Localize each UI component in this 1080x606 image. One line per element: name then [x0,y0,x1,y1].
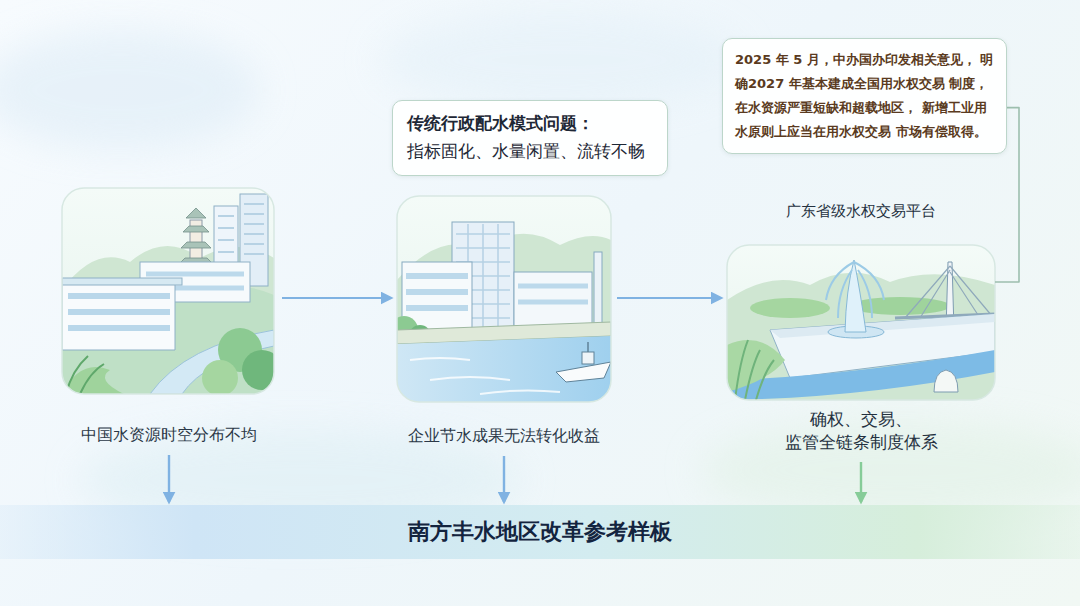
factory-illustration [518,286,588,302]
flow-arrow [168,455,170,502]
fountain-illustration [727,273,995,400]
factory-illustration [594,252,602,330]
panel-frame [727,245,995,400]
city-illustration [62,278,182,285]
factory-illustration [397,196,611,402]
fountain-illustration [727,245,995,400]
watercolor-wash [0,10,1080,530]
illustrated-panel: 中国水资源时空分布不均 [62,190,276,447]
city-illustration [218,204,264,254]
panel-frame [62,188,274,394]
panel-frame [397,196,611,402]
flow-arrow [860,462,862,502]
conclusion-band: 南方丰水地区改革参考样板 [0,505,1080,559]
policy-note: 2025 年 5 月，中办国办印发相关意见， 明确2027 年基本建成全国用水权… [735,48,994,144]
city-illustration [242,350,274,390]
factory-illustration [514,272,592,330]
flow-arrow [617,297,721,299]
band-title: 南方丰水地区改革参考样板 [408,517,672,547]
watercolor-wash [380,10,740,110]
city-illustration [68,296,170,328]
factory-illustration [397,336,611,402]
fountain-illustration [770,314,995,338]
city-illustration [202,360,238,394]
fountain-illustration [727,340,785,392]
fountain-illustration [750,298,830,318]
callout-heading: 传统行政配水模式问题： [407,110,653,137]
fountain-illustration [850,297,950,315]
fountain-illustration [735,340,774,400]
city-illustration [66,356,104,394]
fountain-illustration [727,245,995,400]
flow-arrow [282,297,391,299]
factory-illustration [587,342,589,352]
factory-illustration [406,276,468,308]
illustrated-panel: 企业节水成果无法转化收益 [397,196,611,448]
panel-caption: 确权、交易、 监管全链条制度体系 [776,408,946,454]
fountain-illustration [905,266,992,318]
platform-label: 广东省级水权交易平台 [727,200,995,222]
fountain-illustration [934,370,958,392]
factory-illustration [397,196,611,402]
panel-caption: 企业节水成果无法转化收益 [397,424,611,448]
factory-illustration [410,358,560,394]
flow-arrow [503,456,505,502]
city-illustration [62,188,274,394]
callout-box: 传统行政配水模式问题：指标固化、水量闲置、流转不畅 [392,100,668,176]
factory-illustration [582,352,594,364]
city-illustration [62,284,175,350]
city-illustration [62,188,274,394]
watercolor-wash [0,30,260,150]
illustrated-panel: 广东省级水权交易平台确权、交易、 监管全链条制度体系 [727,200,995,454]
city-illustration [179,208,213,264]
factory-illustration [556,362,611,382]
policy-callout: 2025 年 5 月，中办国办印发相关意见， 明确2027 年基本建成全国用水权… [722,38,1007,154]
fountain-illustration [845,260,866,332]
callout-body: 指标固化、水量闲置、流转不畅 [407,137,653,166]
panel-caption: 中国水资源时空分布不均 [62,423,276,447]
fountain-illustration [826,262,884,318]
